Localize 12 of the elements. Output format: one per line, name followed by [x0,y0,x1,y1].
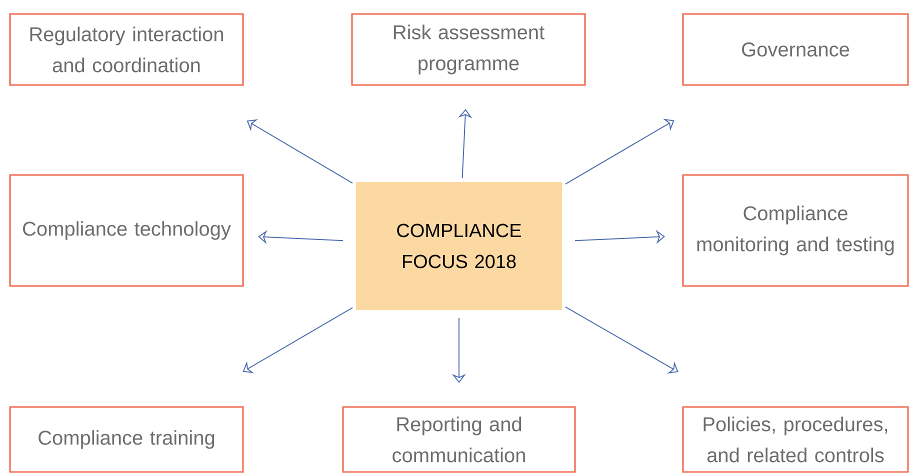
topic-box: Policies, procedures, and related controls [682,406,909,473]
topic-box: Compliance monitoring and testing [682,174,909,287]
topic-box: Risk assessment programme [351,13,586,86]
topic-box: Compliance training [9,406,244,473]
topic-box: Regulatory interaction and coordination [9,13,244,86]
topic-box: Governance [682,13,909,86]
arrow [246,119,354,184]
arrow [564,118,674,184]
center-box: COMPLIANCE FOCUS 2018 [356,182,562,310]
topic-box: Reporting and communication [342,406,576,473]
topic-box: Compliance technology [9,174,244,287]
arrow [242,307,354,374]
